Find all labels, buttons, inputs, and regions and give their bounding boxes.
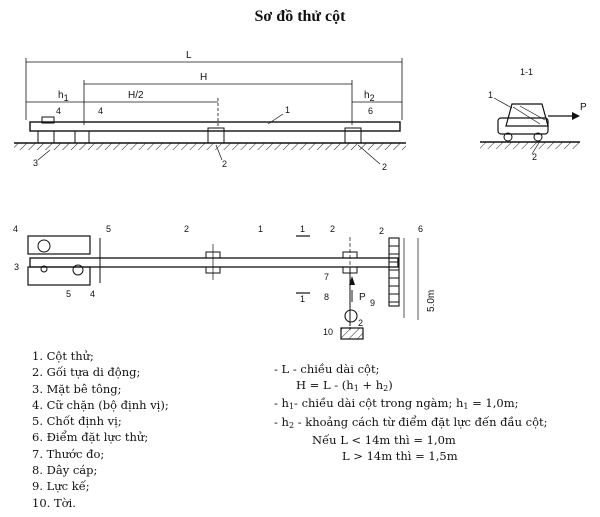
section-label: 1-1 — [520, 67, 533, 77]
diagram-title: Sơ đồ thử cột — [254, 8, 346, 25]
callout-2a: 2 — [222, 159, 227, 169]
note-L: - L - chiều dài cột; — [274, 362, 380, 376]
dim-h1: h1 — [58, 90, 69, 103]
legend-item: 4. Cữ chặn (bộ định vị); — [32, 397, 169, 412]
plan-column — [29, 257, 399, 268]
legend-item: 3. Mặt bê tông; — [32, 381, 122, 396]
legend-item: 2. Gối tựa di động; — [32, 365, 141, 380]
plan-callout-7: 6 — [418, 224, 423, 234]
notes: - L - chiều dài cột; H = L - (h1 + h2) -… — [274, 362, 548, 464]
plan-callout-3: 3 — [14, 262, 19, 272]
legend-item: 5. Chốt định vị; — [32, 414, 122, 429]
ruler — [388, 237, 400, 307]
callout-1: 1 — [285, 105, 290, 115]
plan-callout-4b: 4 — [90, 289, 95, 299]
support-left-2 — [74, 130, 90, 144]
plan-callout-10: 10 — [323, 327, 333, 337]
legend-item: 9. Lực kế; — [32, 479, 90, 494]
plan-callout-5a: 5 — [106, 224, 111, 234]
stopper-left — [41, 116, 55, 124]
winch — [340, 327, 364, 340]
callout-6: 6 — [368, 106, 373, 116]
plan-callout-6: 7 — [324, 272, 329, 282]
callout-4b: 4 — [98, 106, 103, 116]
callout-3: 3 — [33, 158, 38, 168]
note-condition-1: Nếu L < 14m thì = 1,0m — [312, 433, 456, 447]
plan-force: P — [359, 292, 366, 303]
note-H: H = L - (h1 + h2) — [296, 377, 393, 393]
plan-callout-2b: 2 — [330, 224, 335, 234]
column-section — [505, 103, 549, 127]
callout-2b: 2 — [382, 162, 387, 172]
dim-L: L — [186, 50, 192, 61]
legend-list: 1. Cột thử; 2. Gối tựa di động; 3. Mặt b… — [32, 348, 169, 511]
legend-item: 1. Cột thử; — [32, 349, 94, 363]
plan-callout-8: 8 — [324, 292, 329, 302]
section-callout-2: 2 — [532, 152, 537, 162]
test-column — [29, 121, 401, 132]
plan-callout-5b: 5 — [66, 289, 71, 299]
cut-mark-bottom: 1 — [300, 294, 305, 304]
support-left — [37, 130, 55, 144]
plan-callout-2c: 2 — [379, 226, 384, 236]
plan-callout-1: 1 — [258, 224, 263, 234]
support-mid — [207, 127, 225, 144]
plan-view: 1 1 5.0m P 4 5 3 5 4 2 1 2 2 6 7 8 9 2 1… — [13, 224, 437, 340]
elevation-view: L H H/2 h1 h2 1 2 2 3 4 4 6 — [14, 50, 406, 172]
dim-H-half: H/2 — [128, 90, 144, 101]
note-h1: - h1- chiều dài cột trong ngàm; h1 = 1,0… — [274, 396, 519, 411]
dim-h2: h2 — [364, 90, 375, 103]
callout-4a: 4 — [56, 106, 61, 116]
support-right — [344, 127, 362, 144]
legend-item: 7. Thước đo; — [32, 446, 105, 461]
section-view: 1-1 P 1 2 — [480, 67, 587, 162]
section-force: P — [580, 102, 587, 113]
concrete-floor — [14, 143, 406, 150]
section-callout-1: 1 — [488, 90, 493, 100]
note-h2: - h2 - khoảng cách từ điểm đặt lực đến đ… — [274, 414, 548, 430]
test-diagram: L H H/2 h1 h2 1 2 2 3 4 4 6 1-1 P 1 2 — [13, 50, 587, 340]
dynamometer — [344, 309, 358, 323]
cut-mark-top: 1 — [300, 224, 305, 234]
plan-callout-2d: 2 — [358, 318, 363, 328]
ruler-length: 5.0m — [426, 290, 437, 312]
legend-item: 8. Dây cáp; — [32, 463, 98, 478]
legend-item: 6. Điểm đặt lực thử; — [32, 430, 149, 445]
plan-callout-2a: 2 — [184, 224, 189, 234]
legend-item: 10. Tời. — [32, 495, 76, 510]
note-condition-2: L > 14m thì = 1,5m — [342, 448, 458, 463]
plan-callout-4a: 4 — [13, 224, 18, 234]
plan-callout-9: 9 — [370, 298, 375, 308]
dim-H: H — [200, 72, 207, 83]
